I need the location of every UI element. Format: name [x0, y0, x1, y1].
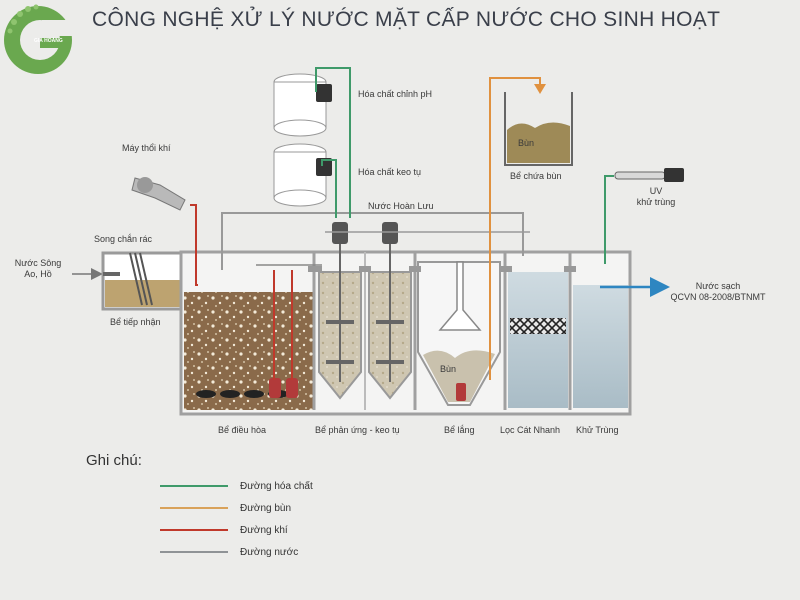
reaction-tank-1 [318, 222, 362, 400]
sludge-line [489, 77, 541, 380]
coagulant-chemical-tank [273, 143, 332, 207]
legend-title: Ghi chú: [86, 452, 142, 469]
submersible-pumps [269, 378, 298, 398]
legend-swatch [160, 529, 228, 531]
settling-tank [417, 261, 501, 406]
clean-water-label: Nước sạch QCVN 08-2008/BTNMT [670, 281, 765, 303]
coagulant-chemical-label: Hóa chất keo tụ [358, 167, 422, 177]
settling-sludge-label: Bùn [440, 364, 457, 374]
uv-label-line2: khử trùng [636, 197, 676, 207]
chem-line-ph [315, 67, 351, 218]
sand-filter-label: Lọc Cát Nhanh [500, 425, 561, 435]
uv-chem-line [604, 175, 614, 264]
disinfection-tank-label: Khử Trùng [576, 425, 619, 435]
reaction-tank-2 [368, 222, 412, 400]
clean-water-line1: Nước sạch [695, 281, 741, 291]
settling-tank-label: Bể lắng [444, 425, 475, 435]
disinfection-tank [573, 285, 628, 408]
sand-filter [508, 272, 568, 408]
chem-line-coag [321, 159, 337, 218]
legend-item-air: Đường khí [160, 523, 288, 537]
legend-item-water: Đường nước [160, 545, 298, 559]
inlet-label: Nước Sông Ao, Hồ [15, 258, 61, 280]
ph-chemical-tank [273, 73, 332, 137]
equalization-tank-label: Bể điều hòa [218, 425, 267, 435]
screen-label: Song chắn rác [94, 234, 153, 244]
sludge-storage-tank [504, 84, 573, 166]
legend-swatch [160, 507, 228, 509]
legend-swatch [160, 485, 228, 487]
receiving-tank-label: Bể tiếp nhận [110, 317, 161, 327]
inlet-label-line1: Nước Sông [14, 258, 62, 268]
inlet-label-line2: Ao, Hồ [24, 269, 52, 279]
air-line [190, 204, 198, 286]
blower-label: Máy thổi khí [122, 143, 171, 153]
receiving-tank [101, 251, 187, 311]
company-logo: GIA HOÀNG [0, 0, 78, 78]
bar-screen [129, 252, 153, 306]
recirculation-line [221, 212, 524, 270]
legend-item-chemical: Đường hóa chất [160, 479, 313, 493]
sludge-in-tank-label: Bùn [518, 138, 535, 148]
legend-label: Đường khí [240, 524, 288, 536]
legend-label: Đường bùn [240, 502, 292, 514]
page-title: CÔNG NGHỆ XỬ LÝ NƯỚC MẶT CẤP NƯỚC CHO SI… [92, 8, 721, 31]
uv-label-line1: UV [649, 186, 663, 196]
recirculation-label: Nước Hoàn Lưu [368, 201, 434, 211]
sludge-tank-label: Bể chứa bùn [510, 171, 562, 181]
uv-label: UV khử trùng [637, 186, 676, 208]
uv-lamp [614, 168, 684, 182]
legend-swatch [160, 551, 228, 553]
air-blower [131, 177, 186, 211]
logo-name: GIA HOÀNG [34, 38, 63, 44]
legend-label: Đường nước [240, 546, 299, 558]
legend-label: Đường hóa chất [240, 480, 313, 492]
clean-water-line2: QCVN 08-2008/BTNMT [670, 292, 766, 302]
legend-item-sludge: Đường bùn [160, 501, 291, 515]
reaction-tank-label: Bể phản ứng - keo tụ [315, 425, 400, 435]
ph-chemical-label: Hóa chất chỉnh pH [358, 89, 433, 99]
